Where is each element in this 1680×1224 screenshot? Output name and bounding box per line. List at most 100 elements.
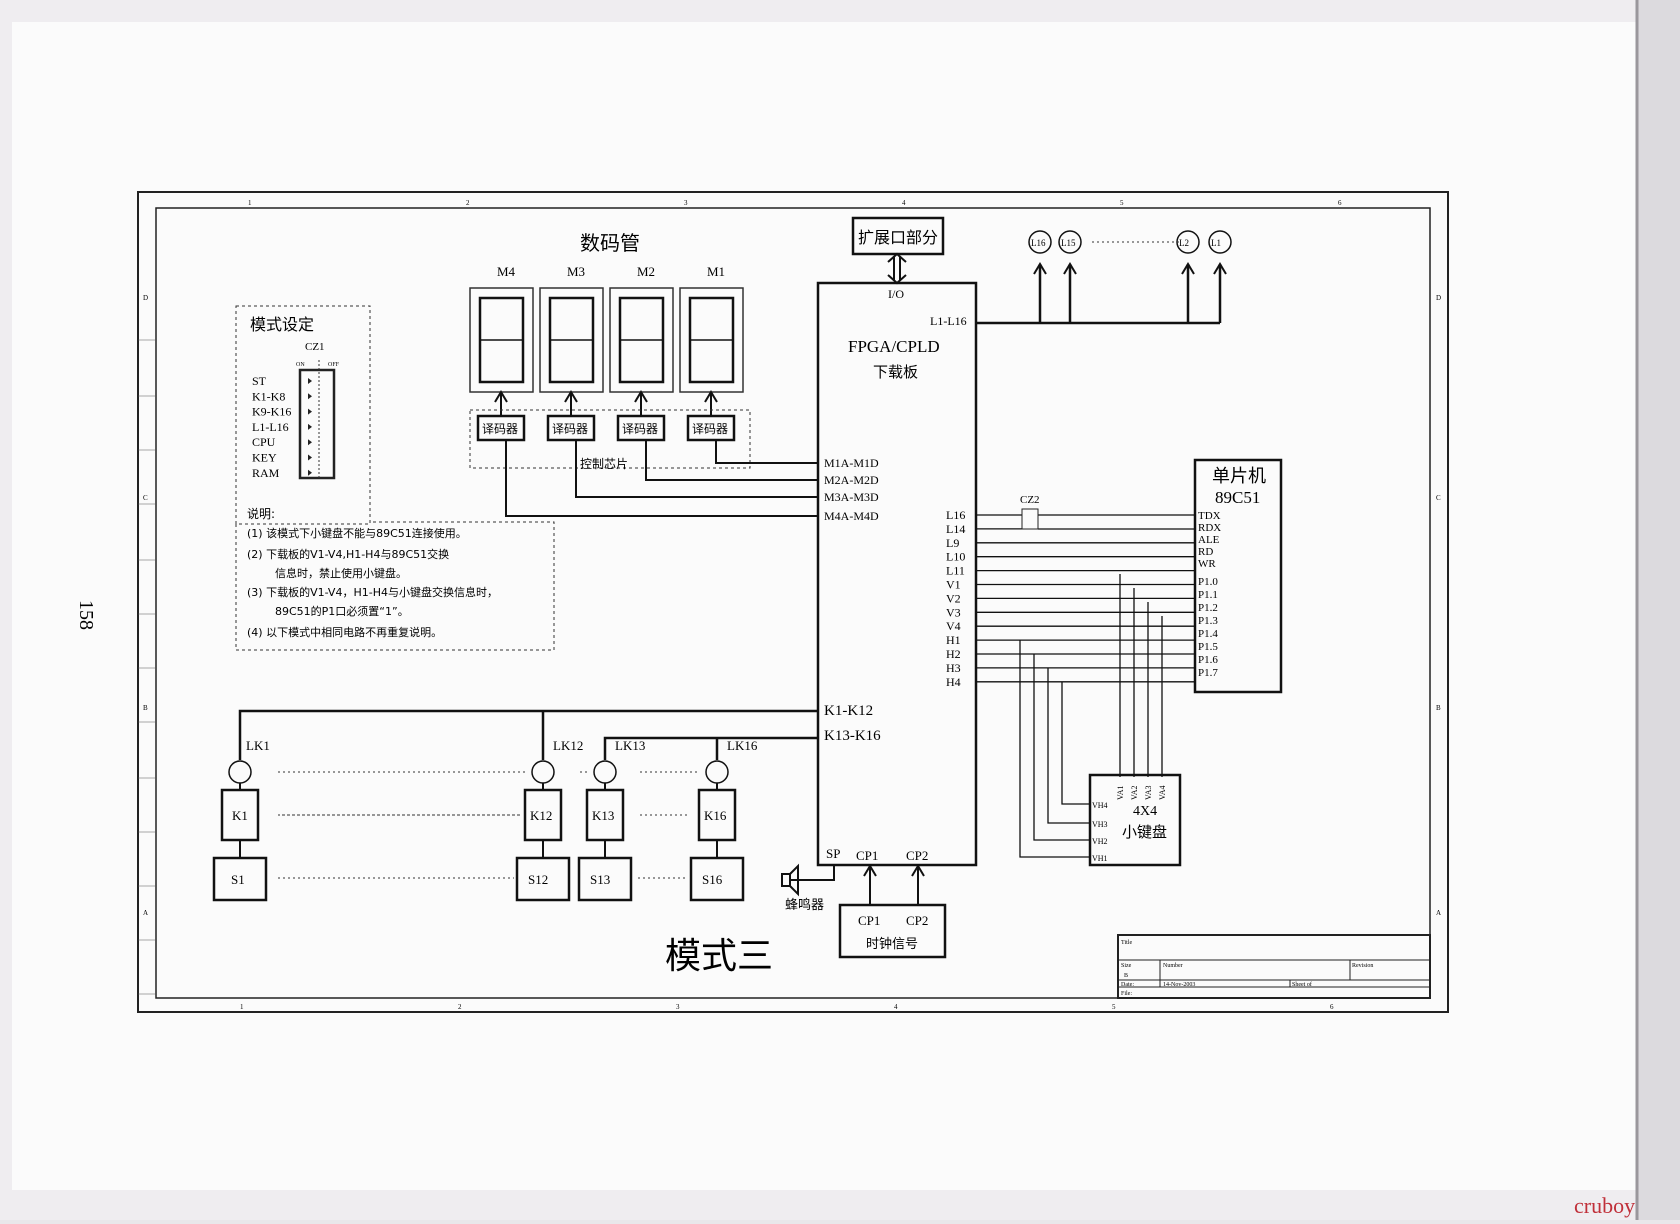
dip-lever-icon <box>308 469 312 476</box>
led-label-L16: L16 <box>1031 238 1046 248</box>
led-L1 <box>1208 230 1232 254</box>
note-3-cont: 89C51的P1口必须置“1”。 <box>275 604 409 618</box>
led-label-L15: L15 <box>1061 238 1076 248</box>
mcu-pin-P1.7: P1.7 <box>1198 667 1218 679</box>
mcu-pin-P1.2: P1.2 <box>1198 602 1218 614</box>
outer-frame <box>137 191 1449 1013</box>
key-label-K12: K12 <box>530 808 552 823</box>
arrow-up-icon <box>704 390 718 403</box>
control-chip-label: 控制芯片 <box>580 457 628 471</box>
dip-switch <box>298 368 336 480</box>
io-double-arrow <box>887 252 907 285</box>
keypad-wire <box>1033 654 1090 841</box>
mcu-pins: TDXRDXALERDWRP1.0P1.1P1.2P1.3P1.4P1.5P1.… <box>1198 510 1221 679</box>
key-port-1: K1-K12 <box>824 703 873 719</box>
ruler-left-A: A <box>143 909 148 917</box>
mode-item-5: KEY <box>252 451 277 465</box>
decoder-label: 译码器 <box>482 422 518 436</box>
fpga-subtitle: 下载板 <box>873 363 918 381</box>
digit-port-wire <box>715 440 818 464</box>
ruler-right-C: C <box>1436 494 1441 502</box>
tb-size-value: B <box>1124 973 1128 979</box>
fpga-pin-H2: H2 <box>946 647 961 661</box>
control-chip-box <box>469 409 751 469</box>
dip-off-label: OFF <box>328 362 340 368</box>
clock-arrows <box>863 864 925 905</box>
digit-port-3: M4A-M4D <box>824 509 879 523</box>
tb-revision-label: Revision <box>1352 963 1373 969</box>
ruler-top-2: 2 <box>466 199 470 207</box>
note-4: (4) 以下模式中相同电路不再重复说明。 <box>247 625 442 639</box>
note-3: (3) 下载板的V1-V4，H1-H4与小键盘交换信息时， <box>247 585 498 599</box>
fpga-pin-V3: V3 <box>946 605 961 619</box>
diagram-title: 模式三 <box>665 936 773 977</box>
clock-box <box>838 903 947 959</box>
note-1: (1) 该模式下小键盘不能与89C51连接使用。 <box>247 526 467 540</box>
mcu-pin-TDX: TDX <box>1198 510 1221 522</box>
clock-cp2: CP2 <box>906 913 928 928</box>
keypad-wire <box>1047 668 1090 824</box>
ruler-bottom-5: 5 <box>1112 1003 1116 1011</box>
tb-number-label: Number <box>1163 963 1183 969</box>
tb-title-label: Title <box>1121 940 1132 946</box>
tb-file-label: File: <box>1121 991 1132 997</box>
decoder-box <box>546 414 596 442</box>
mcu-pin-WR: WR <box>1198 558 1216 570</box>
fpga-pin-V2: V2 <box>946 591 961 605</box>
mcu-pin-P1.1: P1.1 <box>1198 589 1218 601</box>
ruler-top-1: 1 <box>248 199 252 207</box>
dip-lever-icon <box>308 378 312 384</box>
digit-port-1: M2A-M2D <box>824 473 879 487</box>
mcu-pin-ALE: ALE <box>1198 534 1220 546</box>
mode-item-1: K1-K8 <box>252 389 285 403</box>
tube-label-M3: M3 <box>567 264 585 279</box>
ruler-bottom-1: 1 <box>240 1003 244 1011</box>
led-label-L1: L1 <box>1211 238 1221 248</box>
mode-item-6: RAM <box>252 466 280 480</box>
arrow-up-icon <box>634 390 648 403</box>
digit-port-2: M3A-M3D <box>824 490 879 504</box>
led-L15 <box>1058 230 1082 254</box>
fpga-pin-V1: V1 <box>946 578 961 592</box>
key-label-K1: K1 <box>232 808 248 823</box>
mcu-model: 89C51 <box>1215 488 1260 507</box>
led-bus-label: L1-L16 <box>930 314 967 328</box>
mode-item-0: ST <box>252 374 267 388</box>
mode-item-3: L1-L16 <box>252 420 289 434</box>
buzzer-label: 蜂鸣器 <box>785 897 824 913</box>
mode-item-2: K9-K16 <box>252 405 291 419</box>
keypad-name: 小键盘 <box>1122 823 1167 841</box>
buzzer-icon <box>781 863 799 897</box>
mode-setting-box <box>235 305 371 525</box>
paper-sheet <box>12 22 1637 1190</box>
tb-sheet-label: Sheet of <box>1292 981 1312 988</box>
ruler-right-B: B <box>1436 704 1441 712</box>
tube-label-M1: M1 <box>707 264 725 279</box>
mcu-title: 单片机 <box>1212 466 1266 487</box>
tube-label-M4: M4 <box>497 264 516 279</box>
fpga-pin-L16: L16 <box>946 508 965 522</box>
tb-size-label: Size <box>1121 963 1132 969</box>
fpga-pin-L14: L14 <box>946 522 965 536</box>
fpga-pin-H3: H3 <box>946 661 961 675</box>
ruler-left-C: C <box>143 494 148 502</box>
mcu-pin-RD: RD <box>1198 546 1213 558</box>
arrow-up-icon <box>494 390 508 403</box>
io-label: I/O <box>888 287 904 301</box>
ruler-right-D: D <box>1436 294 1441 302</box>
mcu-pin-P1.3: P1.3 <box>1198 615 1218 627</box>
keypad-VA4: VA4 <box>1158 785 1167 800</box>
fpga-pin-L10: L10 <box>946 550 965 564</box>
digits-title: 数码管 <box>580 231 640 255</box>
title-block <box>1117 934 1431 999</box>
ruler-bottom-4: 4 <box>894 1003 898 1011</box>
cz1-label: CZ1 <box>305 341 325 353</box>
ruler-top-6: 6 <box>1338 199 1342 207</box>
